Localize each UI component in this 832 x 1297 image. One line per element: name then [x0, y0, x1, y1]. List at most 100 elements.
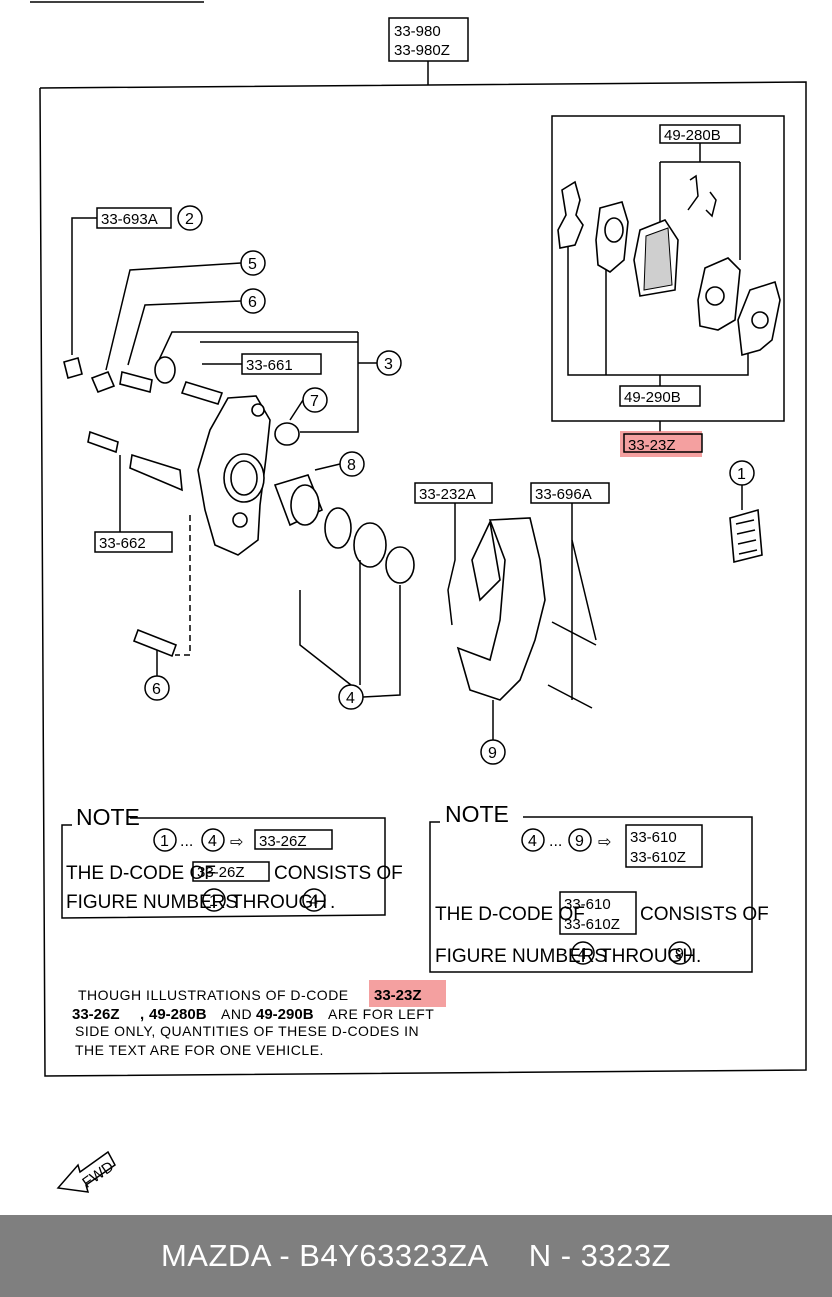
pad-kit-frame: 49-280B 49-290B: [551, 115, 785, 432]
svg-text:33-232A: 33-232A: [419, 486, 476, 503]
top-code-box: 33-980 33-980Z: [388, 17, 469, 85]
sleeve-boot: [129, 453, 183, 492]
svg-text:3: 3: [384, 356, 393, 373]
svg-text:33-26Z: 33-26Z: [72, 1006, 120, 1023]
note-right-heading: NOTE: [445, 801, 509, 827]
dust-boot: [274, 422, 300, 446]
wear-indicator: [729, 508, 763, 564]
svg-text:33-610: 33-610: [630, 829, 677, 846]
slide-pin-lower: [547, 684, 593, 709]
note-right: NOTE 4 ... 9 ⇨ 33-610 33-610Z THE D-CODE…: [429, 801, 769, 973]
caliper-bracket: [456, 517, 546, 701]
svg-text:⇨: ⇨: [230, 834, 243, 851]
sleeve-pin: [87, 430, 119, 454]
callout-5: 5: [105, 250, 266, 371]
svg-text:ARE FOR LEFT: ARE FOR LEFT: [328, 1006, 434, 1022]
dashed-guide-line: [175, 515, 191, 656]
brake-shim-plate: [737, 280, 781, 357]
footnote-kit-code: 33-23Z: [374, 987, 422, 1004]
callout-1: 1: [729, 460, 755, 510]
brake-pad-inner: [633, 219, 679, 297]
svg-text:33-693A: 33-693A: [101, 211, 158, 228]
svg-text:CONSISTS OF: CONSISTS OF: [274, 863, 403, 884]
svg-text:1: 1: [160, 833, 169, 850]
callout-7: 7: [289, 387, 328, 421]
callout-6-bottom: 6: [144, 650, 170, 701]
svg-text:33-610Z: 33-610Z: [564, 916, 620, 933]
svg-text:33-661: 33-661: [246, 357, 293, 374]
top-code-1: 33-980: [394, 23, 441, 40]
parts-diagram: 33-980 33-980Z 49-280B 49-290B 33-23Z: [30, 1, 807, 1193]
kit-code-highlight: 33-23Z: [620, 431, 703, 457]
svg-text:THE D-CODE OF: THE D-CODE OF: [435, 904, 585, 925]
svg-text:THROUGH: THROUGH: [600, 946, 696, 967]
piston-boot: [353, 522, 387, 568]
label-33-232a: 33-232A: [414, 482, 493, 626]
svg-text:CONSISTS OF: CONSISTS OF: [640, 904, 769, 925]
guide-pin: [180, 381, 224, 405]
main-frame: [39, 81, 807, 1077]
o-ring: [385, 546, 415, 584]
svg-text:THOUGH ILLUSTRATIONS OF D-CODE: THOUGH ILLUSTRATIONS OF D-CODE: [78, 987, 349, 1003]
svg-text:4: 4: [309, 893, 318, 910]
top-code-2: 33-980Z: [394, 42, 450, 59]
shims-code-label: 49-280B: [664, 127, 721, 144]
svg-text:FIGURE NUMBERS: FIGURE NUMBERS: [66, 892, 238, 913]
svg-text:SIDE ONLY, QUANTITIES OF THESE: SIDE ONLY, QUANTITIES OF THESE D-CODES I…: [75, 1023, 419, 1039]
callout-2: 2: [177, 205, 203, 231]
footer-bar: MAZDA - B4Y63323ZA N - 3323Z: [0, 1215, 832, 1297]
pads-code-label: 49-290B: [624, 389, 681, 406]
caliper-body: [197, 395, 271, 556]
bleeder-screw: [90, 370, 116, 394]
svg-text:33-696A: 33-696A: [535, 486, 592, 503]
label-33-662: 33-662: [94, 455, 173, 553]
guide-bolt-bottom: [132, 628, 178, 658]
label-33-696a: 33-696A: [530, 482, 610, 700]
svg-text:THE TEXT ARE FOR ONE VEHICLE.: THE TEXT ARE FOR ONE VEHICLE.: [75, 1042, 324, 1058]
note-left-heading: NOTE: [76, 804, 140, 830]
svg-text:2: 2: [185, 211, 194, 228]
brake-shim-outer: [557, 180, 584, 249]
piston-seal: [324, 507, 352, 549]
brake-shim-inner: [595, 201, 629, 273]
piston: [273, 474, 324, 527]
kit-code-label: 33-23Z: [628, 437, 676, 454]
svg-text:,: ,: [140, 1006, 144, 1023]
svg-text:AND: AND: [221, 1006, 252, 1022]
svg-text:...: ...: [180, 833, 193, 850]
callout-8: 8: [314, 451, 365, 477]
guide-bolt-top: [119, 371, 153, 393]
svg-text:4: 4: [578, 946, 587, 963]
svg-text:49-280B: 49-280B: [149, 1006, 207, 1023]
footer-part-number: MAZDA - B4Y63323ZA: [160, 1238, 489, 1273]
svg-text:.: .: [696, 946, 701, 967]
svg-text:5: 5: [248, 256, 257, 273]
svg-text:49-290B: 49-290B: [256, 1006, 314, 1023]
callout-6-top: 6: [127, 288, 266, 366]
bolt-boot: [154, 356, 176, 384]
svg-text:33-610: 33-610: [564, 896, 611, 913]
svg-text:THE D-CODE OF: THE D-CODE OF: [66, 863, 216, 884]
svg-text:33-662: 33-662: [99, 535, 146, 552]
svg-text:FIGURE NUMBERS: FIGURE NUMBERS: [435, 946, 607, 967]
anti-squeal-clips: [687, 174, 717, 218]
svg-text:33-26Z: 33-26Z: [259, 833, 307, 850]
svg-text:33-26Z: 33-26Z: [197, 864, 245, 881]
svg-text:4: 4: [208, 833, 217, 850]
note-left: NOTE 1 ... 4 ⇨ 33-26Z THE D-CODE OF 33-2…: [61, 804, 403, 919]
fwd-label: FWD: [79, 1158, 117, 1192]
svg-text:9: 9: [488, 745, 497, 762]
footnote: THOUGH ILLUSTRATIONS OF D-CODE 33-23Z 33…: [72, 980, 446, 1058]
svg-text:⇨: ⇨: [598, 834, 611, 851]
footer-code: N - 3323Z: [528, 1238, 672, 1273]
svg-text:4: 4: [346, 690, 355, 707]
label-33-661: 33-661: [202, 353, 322, 375]
callout-3: 3: [157, 331, 402, 433]
callout-4: 4: [299, 560, 401, 710]
brake-pad-outer: [697, 257, 741, 331]
footnote-highlight: [369, 980, 446, 1007]
svg-text:.: .: [330, 892, 335, 913]
svg-text:8: 8: [347, 457, 356, 474]
callout-9: 9: [480, 700, 506, 765]
svg-text:9: 9: [675, 946, 684, 963]
